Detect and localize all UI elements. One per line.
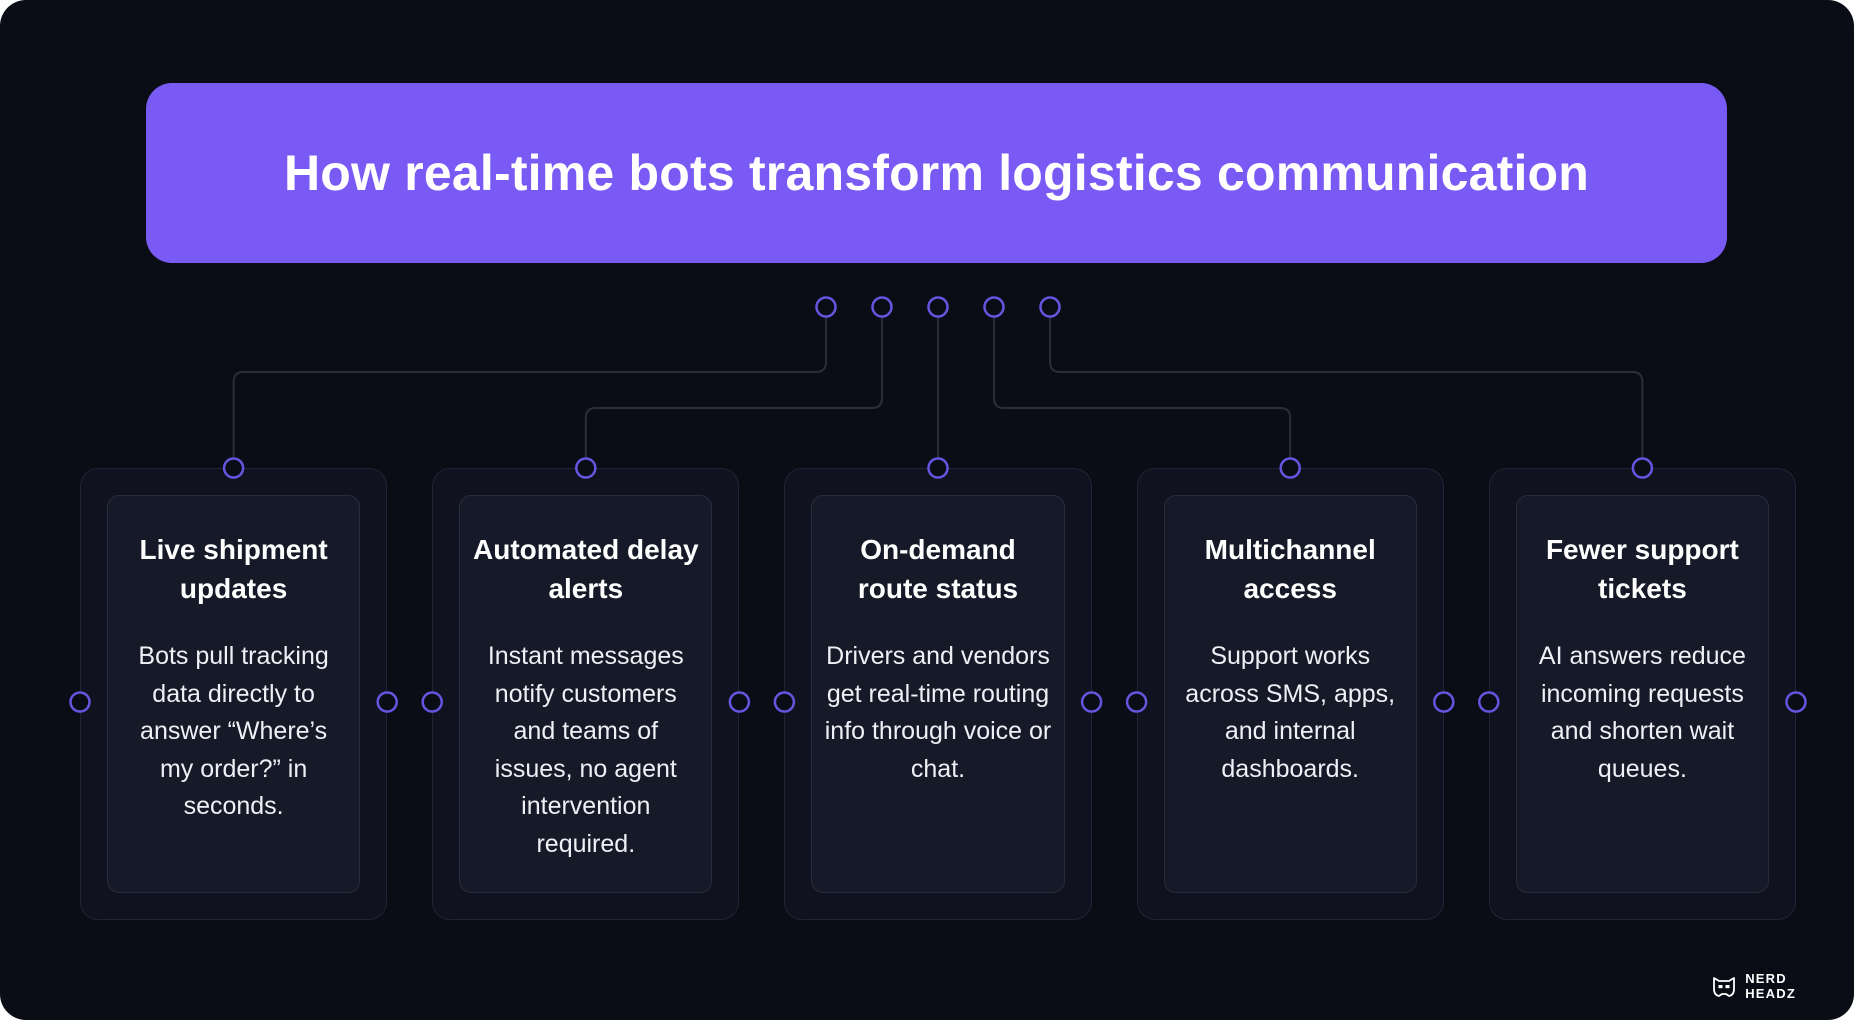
card-title: Multichannel access: [1204, 534, 1376, 605]
connector-node: [1039, 296, 1061, 318]
card-multichannel-access: Multichannel access Support works across…: [1136, 468, 1444, 920]
brand-line-2: HEADZ: [1745, 986, 1796, 1002]
nerdheadz-logo-icon: [1713, 977, 1736, 997]
card-body: AI answers reduce incoming requests and …: [1538, 642, 1746, 783]
card-body: Bots pull tracking data directly to answ…: [138, 642, 329, 821]
page-title: How real-time bots transform logistics c…: [283, 145, 1590, 201]
card-title: Live shipment updates: [139, 534, 328, 605]
card-fewer-support-tickets: Fewer support tickets AI answers reduce …: [1488, 468, 1797, 920]
connector-line: [1049, 317, 1644, 458]
nerdheadz-logo-text: NERD HEADZ: [1745, 971, 1796, 1002]
card-live-shipment-updates: Live shipment updates Bots pull tracking…: [80, 468, 388, 920]
brand-line-1: NERD: [1745, 971, 1787, 987]
card-automated-delay-alerts: Automated delay alerts Instant messages …: [432, 468, 740, 920]
connector-line: [993, 317, 1292, 458]
card-title: Fewer support tickets: [1545, 534, 1739, 605]
card-body: Support works across SMS, apps, and inte…: [1185, 642, 1396, 783]
cards-row: Live shipment updates Bots pull tracking…: [80, 468, 1797, 920]
card-title: Automated delay alerts: [473, 534, 699, 605]
connector-line: [232, 317, 827, 458]
card-inner: Automated delay alerts Instant messages …: [459, 495, 713, 893]
connector-node: [983, 296, 1005, 318]
card-title: On-demand route status: [857, 534, 1019, 605]
card-inner: Fewer support tickets AI answers reduce …: [1515, 495, 1770, 893]
header-banner: How real-time bots transform logistics c…: [146, 83, 1727, 263]
connector-node: [815, 296, 837, 318]
connector-node: [871, 296, 893, 318]
connector-line: [584, 317, 883, 458]
card-inner: On-demand route status Drivers and vendo…: [811, 495, 1065, 893]
nerdheadz-logo: NERD HEADZ: [1711, 971, 1796, 1002]
card-body: Instant messages notify customers and te…: [487, 642, 684, 858]
connector-node: [927, 296, 949, 318]
card-inner: Live shipment updates Bots pull tracking…: [107, 495, 361, 893]
card-on-demand-route-status: On-demand route status Drivers and vendo…: [784, 468, 1092, 920]
card-body: Drivers and vendors get real-time routin…: [824, 642, 1052, 783]
card-inner: Multichannel access Support works across…: [1163, 495, 1417, 893]
